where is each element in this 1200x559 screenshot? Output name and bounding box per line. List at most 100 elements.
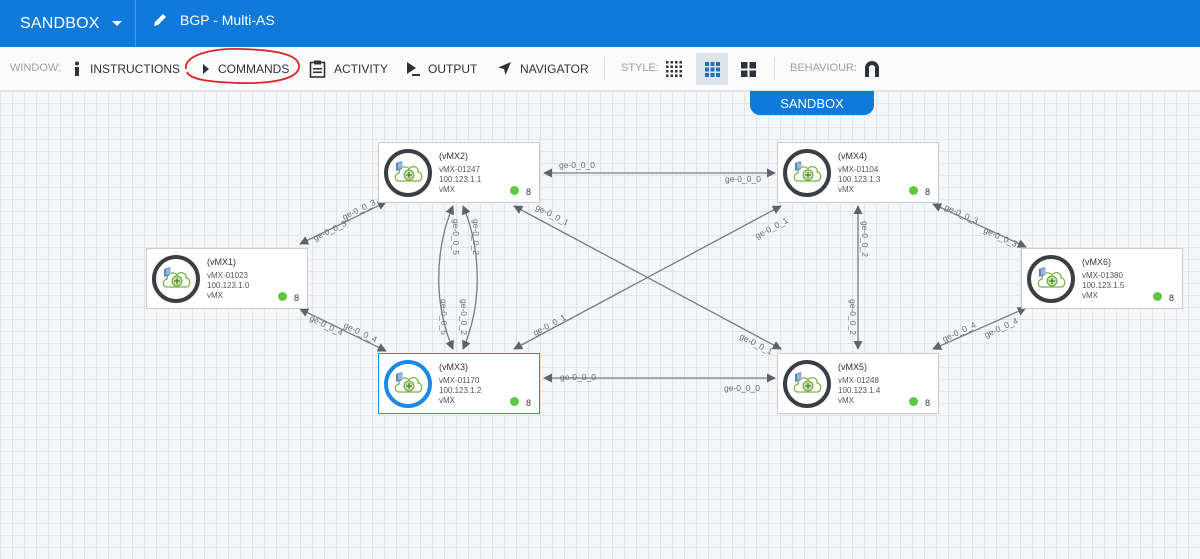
router-icon [783, 360, 831, 408]
interface-count: 8 [1168, 293, 1174, 303]
link-vmx2-vmx3-a[interactable] [438, 205, 455, 350]
device-type: vMX [439, 185, 455, 194]
device-name: (vMX2) [439, 151, 468, 161]
device-name: (vMX6) [1082, 257, 1111, 267]
topology-canvas[interactable]: SANDBOX ge-0_0_0 ge-0_0_0 ge-0_0_0 ge-0_… [0, 91, 1200, 559]
interface-count: 8 [525, 398, 531, 408]
device-node-vmx1[interactable]: (vMX1) vMX-01023 100.123.1.0 vMX 8 [146, 248, 308, 309]
link-label: ge-0_0_3 [943, 202, 980, 226]
terminal-icon [406, 61, 420, 77]
link-label: ge-0_0_0 [560, 372, 596, 382]
interface-count: 8 [924, 187, 930, 197]
link-label: ge-0_0_3 [982, 225, 1019, 249]
device-type: vMX [838, 396, 854, 405]
instructions-label: INSTRUCTIONS [90, 61, 180, 76]
status-dot [1153, 292, 1162, 301]
link-label: ge-0_0_2 [471, 219, 481, 255]
device-ip: 100.123.1.5 [1082, 281, 1125, 290]
toolbar-separator [604, 58, 605, 80]
behaviour-label: BEHAVIOUR: [790, 62, 858, 74]
device-id: vMX-01380 [1082, 271, 1123, 280]
sandbox-tab[interactable]: SANDBOX [750, 91, 874, 115]
caret-down-icon [111, 21, 122, 26]
window-label: WINDOW: [10, 62, 62, 74]
toolbar-separator [774, 58, 775, 80]
link-label: ge-0_0_1 [738, 331, 775, 357]
style-grid-small-button[interactable] [658, 53, 690, 85]
device-id: vMX-01247 [439, 165, 480, 174]
output-button[interactable]: OUTPUT [406, 47, 477, 90]
status-dot [510, 397, 519, 406]
style-grid-large-button[interactable] [732, 53, 764, 85]
link-vmx3-vmx4[interactable] [513, 205, 782, 350]
style-grid-medium-button[interactable] [696, 53, 728, 85]
link-label: ge-0_0_2 [459, 299, 469, 335]
link-label: ge-0_0_2 [848, 299, 858, 335]
device-name: (vMX4) [838, 151, 867, 161]
grid-medium-icon [704, 61, 720, 77]
router-icon [384, 149, 432, 197]
navigator-button[interactable]: NAVIGATOR [497, 47, 589, 90]
device-id: vMX-01023 [207, 271, 248, 280]
link-vmx5-vmx6[interactable] [932, 307, 1027, 350]
device-type: vMX [439, 396, 455, 405]
router-icon [783, 149, 831, 197]
device-ip: 100.123.1.3 [838, 175, 881, 184]
link-label: ge-0_0_1 [534, 202, 571, 228]
commands-label: COMMANDS [218, 61, 290, 76]
lab-title[interactable]: BGP - Multi-AS [152, 0, 275, 40]
device-node-vmx4[interactable]: (vMX4) vMX-01104 100.123.1.3 vMX 8 [777, 142, 939, 203]
project-name: SANDBOX [20, 14, 100, 32]
device-name: (vMX5) [838, 362, 867, 372]
device-id: vMX-01170 [439, 376, 480, 385]
behaviour-magnet-button[interactable] [856, 53, 888, 85]
device-node-vmx3[interactable]: (vMX3) vMX-01170 100.123.1.2 vMX 8 [378, 353, 540, 414]
navigation-arrow-icon [497, 61, 512, 76]
header-divider [135, 0, 136, 47]
router-icon [1027, 255, 1075, 303]
instructions-button[interactable]: INSTRUCTIONS [72, 47, 180, 90]
link-label: ge-0_0_1 [753, 215, 790, 241]
project-selector[interactable]: SANDBOX [20, 0, 122, 47]
status-dot [909, 397, 918, 406]
device-node-vmx5[interactable]: (vMX5) vMX-01248 100.123.1.4 vMX 8 [777, 353, 939, 414]
link-label: ge-0_0_1 [531, 312, 568, 338]
activity-button[interactable]: ACTIVITY [309, 47, 388, 90]
link-label: ge-0_0_2 [860, 221, 870, 257]
device-ip: 100.123.1.4 [838, 386, 881, 395]
device-name: (vMX3) [439, 362, 468, 372]
interface-count: 8 [293, 293, 299, 303]
toolbar: WINDOW: INSTRUCTIONS COMMANDS ACTIVITY O… [0, 47, 1200, 91]
router-icon [152, 255, 200, 303]
link-vmx2-vmx3-b[interactable] [461, 205, 478, 350]
router-icon [384, 360, 432, 408]
device-node-vmx6[interactable]: (vMX6) vMX-01380 100.123.1.5 vMX 8 [1021, 248, 1183, 309]
link-label: ge-0_0_5 [451, 219, 461, 255]
style-label: STYLE: [621, 62, 659, 74]
device-name: (vMX1) [207, 257, 236, 267]
device-id: vMX-01248 [838, 376, 879, 385]
status-dot [278, 292, 287, 301]
link-label: ge-0_0_0 [724, 383, 760, 393]
lab-title-text: BGP - Multi-AS [180, 12, 275, 28]
status-dot [510, 186, 519, 195]
pencil-icon [154, 14, 166, 26]
grid-large-icon [740, 61, 756, 77]
info-icon [72, 61, 82, 77]
link-label: ge-0_0_0 [559, 160, 595, 170]
commands-button[interactable]: COMMANDS [202, 47, 289, 90]
device-type: vMX [207, 291, 223, 300]
clipboard-icon [309, 60, 326, 78]
link-label: ge-0_0_5 [439, 299, 449, 335]
status-dot [909, 186, 918, 195]
links-layer: ge-0_0_0 ge-0_0_0 ge-0_0_0 ge-0_0_0 ge-0… [299, 160, 1027, 393]
link-vmx1-vmx2[interactable] [299, 201, 387, 245]
device-node-vmx2[interactable]: (vMX2) vMX-01247 100.123.1.1 vMX 8 [378, 142, 540, 203]
link-vmx1-vmx3[interactable] [299, 308, 387, 352]
link-label: ge-0_0_0 [725, 174, 761, 184]
device-type: vMX [838, 185, 854, 194]
device-ip: 100.123.1.1 [439, 175, 482, 184]
output-label: OUTPUT [428, 61, 478, 76]
link-vmx4-vmx6[interactable] [932, 203, 1027, 248]
device-ip: 100.123.1.2 [439, 386, 482, 395]
